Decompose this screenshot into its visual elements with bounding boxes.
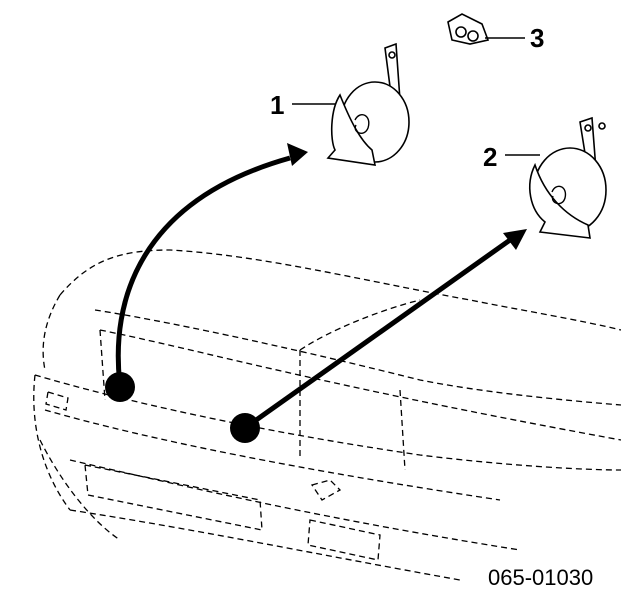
horn-2-location-dot — [230, 413, 260, 443]
arrow-to-horn-1 — [115, 143, 308, 386]
figure-code: 065-01030 — [488, 565, 593, 590]
vehicle-front-outline — [33, 249, 621, 581]
nut-bracket-icon — [447, 13, 490, 45]
horn-1-location-dot — [105, 372, 135, 402]
horn-1-icon — [326, 42, 410, 166]
horn-2-icon — [529, 116, 607, 239]
arrow-to-horn-2 — [243, 229, 527, 431]
callout-2: 2 — [483, 142, 497, 172]
callout-1: 1 — [270, 90, 284, 120]
callout-3: 3 — [530, 23, 544, 53]
